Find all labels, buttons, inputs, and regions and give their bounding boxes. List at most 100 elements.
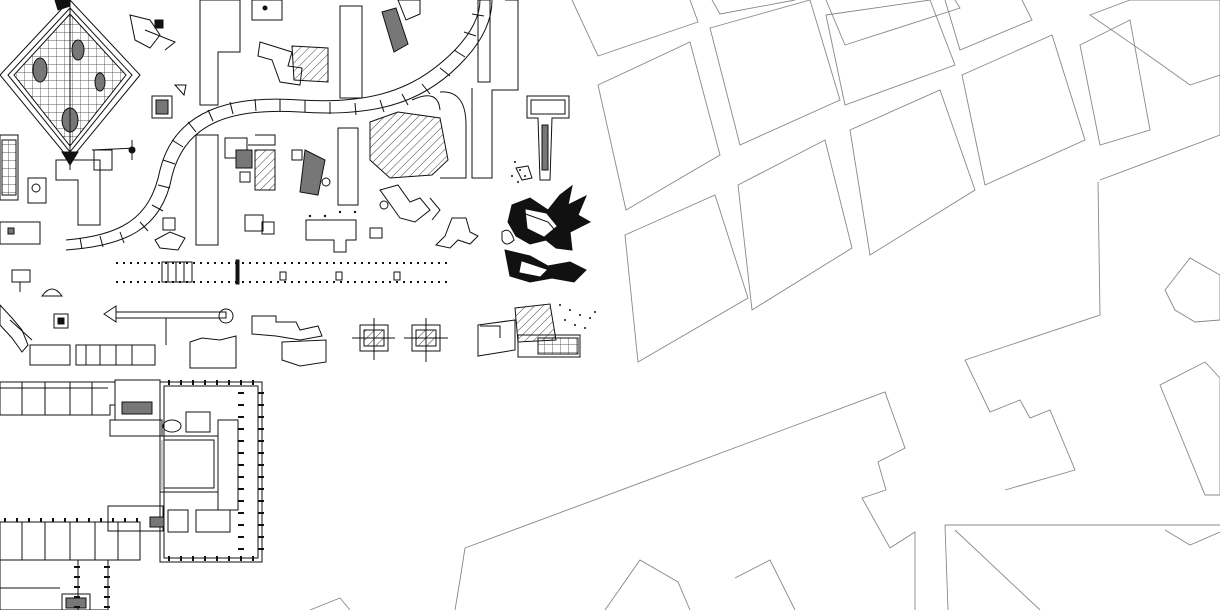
cloister-column (74, 566, 80, 568)
cloister-column (168, 380, 170, 385)
colonnade-dot (382, 262, 384, 264)
cloister-column (76, 518, 78, 522)
cloister-column (104, 576, 110, 578)
colonnade-dot (417, 281, 419, 283)
cloister-column (238, 500, 244, 502)
colonnade-dot (368, 262, 370, 264)
colonnade-dot (256, 262, 258, 264)
colonnade-dot (207, 262, 209, 264)
left-edge-fragments (0, 134, 63, 297)
colonnade-dot (151, 281, 153, 283)
colonnade-dot (221, 281, 223, 283)
colonnade-dot (347, 262, 349, 264)
colonnade-dot (298, 281, 300, 283)
cloister-column (104, 606, 110, 608)
colonnade-dot (284, 262, 286, 264)
dot-cluster (511, 161, 526, 183)
colonnade-dot (158, 262, 160, 264)
cloister-column (258, 416, 264, 418)
colonnade-dot (137, 281, 139, 283)
cloister-column (100, 518, 102, 522)
colonnade-dot (200, 262, 202, 264)
colonnade-dot (291, 262, 293, 264)
cloister-column (192, 380, 194, 385)
colonnade-dot (326, 262, 328, 264)
cloister-column (104, 566, 110, 568)
colonnade-dot (263, 281, 265, 283)
colonnade-dot (417, 262, 419, 264)
colonnade-dot (361, 281, 363, 283)
colonnade-dot (116, 281, 118, 283)
colonnade-dot (368, 281, 370, 283)
colonnade-dot (277, 262, 279, 264)
colonnade-dot (228, 281, 230, 283)
cloister-column (28, 518, 30, 522)
colonnade-dot (123, 281, 125, 283)
colonnade-dot (207, 281, 209, 283)
colonnade-dot (151, 262, 153, 264)
colonnade-dot (431, 262, 433, 264)
cloister-column (252, 380, 254, 385)
colonnade-dot (438, 262, 440, 264)
colonnade-dot (172, 262, 174, 264)
colonnade-dot (347, 281, 349, 283)
sculptural-building-plan (501, 161, 592, 283)
colonnade-dot (249, 262, 251, 264)
cloister-column (258, 392, 264, 394)
cloister-column (4, 518, 6, 522)
colonnade-dot (319, 281, 321, 283)
cloister-column (16, 518, 18, 522)
colonnade-dot (382, 281, 384, 283)
colonnade-dot (137, 262, 139, 264)
colonnade-dot (214, 281, 216, 283)
cloister-column (238, 476, 244, 478)
colonnade-dot (130, 262, 132, 264)
cloister-column (74, 606, 80, 608)
colonnade-dot (242, 281, 244, 283)
dot-grid-mid (308, 210, 357, 218)
cloister-column (238, 452, 244, 454)
cloister-column (258, 524, 264, 526)
cloister-column (258, 404, 264, 406)
colonnade-dot (403, 262, 405, 264)
cloister-column (216, 380, 218, 385)
cloister-complex-plan (0, 379, 264, 610)
cloister-column (74, 576, 80, 578)
colonnade-dot (116, 262, 118, 264)
colonnade-dot (340, 281, 342, 283)
lower-middle-plans (0, 303, 596, 369)
colonnade-dot (445, 281, 447, 283)
colonnade-dot (403, 281, 405, 283)
cloister-column (238, 524, 244, 526)
cloister-column (258, 536, 264, 538)
colonnade-dot (214, 262, 216, 264)
cloister-column (238, 440, 244, 442)
colonnade-dot (193, 262, 195, 264)
cloister-column (238, 536, 244, 538)
cloister-column (258, 476, 264, 478)
colonnade-dot (305, 262, 307, 264)
long-bar-building (526, 95, 570, 181)
colonnade-dot (130, 281, 132, 283)
colonnade-dot (284, 281, 286, 283)
colonnade-dot (186, 262, 188, 264)
cloister-column (238, 512, 244, 514)
colonnade-dot (263, 262, 265, 264)
cloister-column (258, 512, 264, 514)
cloister-column (258, 500, 264, 502)
colonnade-dot (431, 281, 433, 283)
colonnade-dot (410, 281, 412, 283)
cloister-column (252, 556, 254, 561)
cloister-column (240, 556, 242, 561)
cloister-column (258, 452, 264, 454)
cloister-column (88, 518, 90, 522)
top-row-plans (129, 0, 519, 179)
cloister-column (52, 518, 54, 522)
colonnade-dot (305, 281, 307, 283)
dot-grid-right (559, 304, 596, 329)
cloister-column (240, 380, 242, 385)
colonnade-dot (270, 281, 272, 283)
cloister-column (238, 488, 244, 490)
